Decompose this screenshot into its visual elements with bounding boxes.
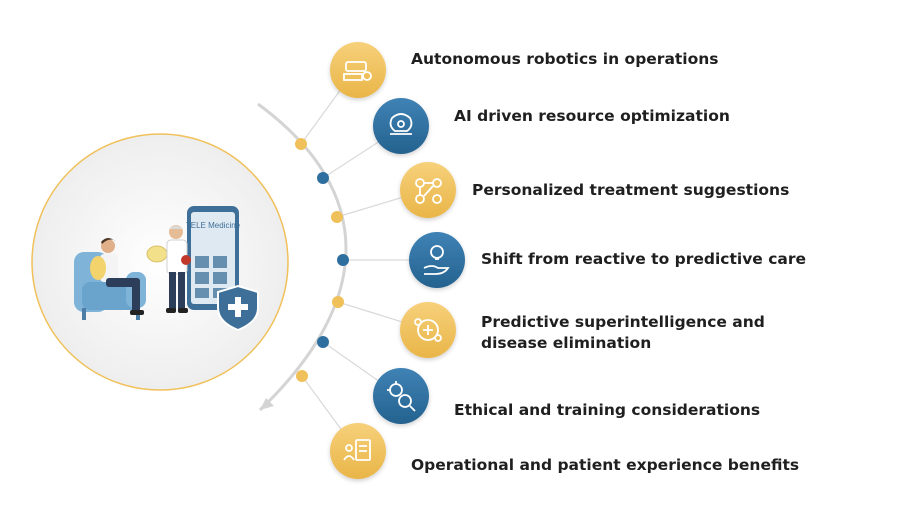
telemedicine-illustration: TELE Medicine (74, 206, 259, 332)
shield-cross-icon (217, 284, 259, 332)
hand-lightbulb-icon (409, 232, 465, 288)
arc-dot (337, 254, 349, 266)
patient-document-icon (330, 423, 386, 479)
network-nodes-icon (400, 162, 456, 218)
item-label-ethical-training: Ethical and training considerations (454, 401, 761, 419)
arc-dot (317, 336, 329, 348)
item-label-predictive-care: Shift from reactive to predictive care (481, 250, 807, 268)
item-label-autonomous-robotics: Autonomous robotics in operations (411, 50, 719, 68)
brain-gear-icon (373, 98, 429, 154)
doctor-figure (166, 225, 191, 313)
arc-arrowhead (260, 398, 274, 410)
medical-cycle-icon (400, 302, 456, 358)
arc-dot (332, 296, 344, 308)
arc-dots (295, 138, 349, 382)
arc-dot (296, 370, 308, 382)
virus-magnifier-icon (373, 368, 429, 424)
item-label-operational-benefits: Operational and patient experience benef… (411, 456, 800, 474)
robot-arm-icon (330, 42, 386, 98)
phone-screen-text: TELE Medicine (186, 221, 241, 230)
item-label-personalized-treatment: Personalized treatment suggestions (472, 181, 790, 199)
item-label-predictive-superintelligence: Predictive superintelligence and disease… (481, 313, 765, 352)
pill-icon (146, 245, 168, 263)
arc-dot (331, 211, 343, 223)
item-label-ai-resource-optimization: AI driven resource optimization (454, 107, 730, 125)
arc-dot (317, 172, 329, 184)
patient-figure (90, 238, 144, 315)
arc-dot (295, 138, 307, 150)
